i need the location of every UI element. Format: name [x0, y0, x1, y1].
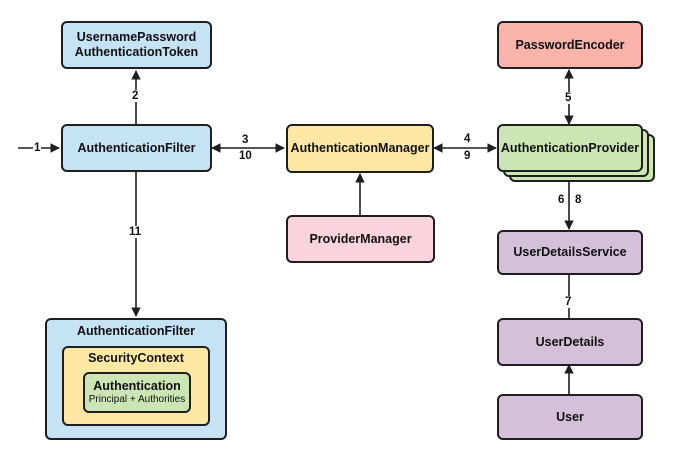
edge-label-2: 2 — [131, 90, 140, 102]
authentication-node: Authentication Principal + Authorities — [83, 372, 191, 413]
authentication-title: Authentication — [93, 379, 181, 393]
edge-label-4: 4 — [463, 133, 472, 145]
edge-label-9: 9 — [463, 150, 472, 162]
security-context-label: SecurityContext — [88, 351, 184, 365]
user-details-service-label: UserDetailsService — [513, 245, 627, 259]
user-details-service-node: UserDetailsService — [497, 230, 643, 275]
edge-label-11: 11 — [128, 226, 143, 238]
provider-manager-node: ProviderManager — [286, 215, 435, 263]
edge-label-5: 5 — [564, 92, 573, 104]
user-node: User — [497, 394, 643, 440]
edge-label-8: 8 — [574, 194, 583, 206]
authentication-provider-label: AuthenticationProvider — [500, 140, 640, 155]
user-details-node: UserDetails — [497, 318, 643, 366]
authentication-subtitle: Principal + Authorities — [88, 394, 186, 405]
token-line2: AuthenticationToken — [74, 45, 199, 59]
username-password-token-node: UsernamePassword AuthenticationToken — [61, 21, 212, 69]
user-details-label: UserDetails — [535, 334, 605, 349]
edge-label-1: 1 — [33, 142, 42, 154]
authentication-provider-node: AuthenticationProvider — [497, 124, 643, 172]
password-encoder-node: PasswordEncoder — [497, 21, 643, 69]
edge-label-6: 6 — [557, 194, 566, 206]
edge-label-3: 3 — [241, 134, 250, 146]
authentication-filter-node: AuthenticationFilter — [61, 124, 212, 172]
provider-manager-label: ProviderManager — [309, 231, 412, 246]
user-label: User — [556, 409, 584, 424]
outer-authentication-filter-label: AuthenticationFilter — [76, 324, 196, 338]
edge-label-7: 7 — [564, 296, 573, 308]
password-encoder-label: PasswordEncoder — [515, 37, 625, 52]
token-line1: UsernamePassword — [76, 30, 197, 44]
authentication-manager-label: AuthenticationManager — [290, 141, 430, 155]
authentication-filter-label: AuthenticationFilter — [77, 140, 196, 155]
edge-label-10: 10 — [238, 150, 253, 162]
authentication-manager-node: AuthenticationManager — [286, 124, 434, 173]
